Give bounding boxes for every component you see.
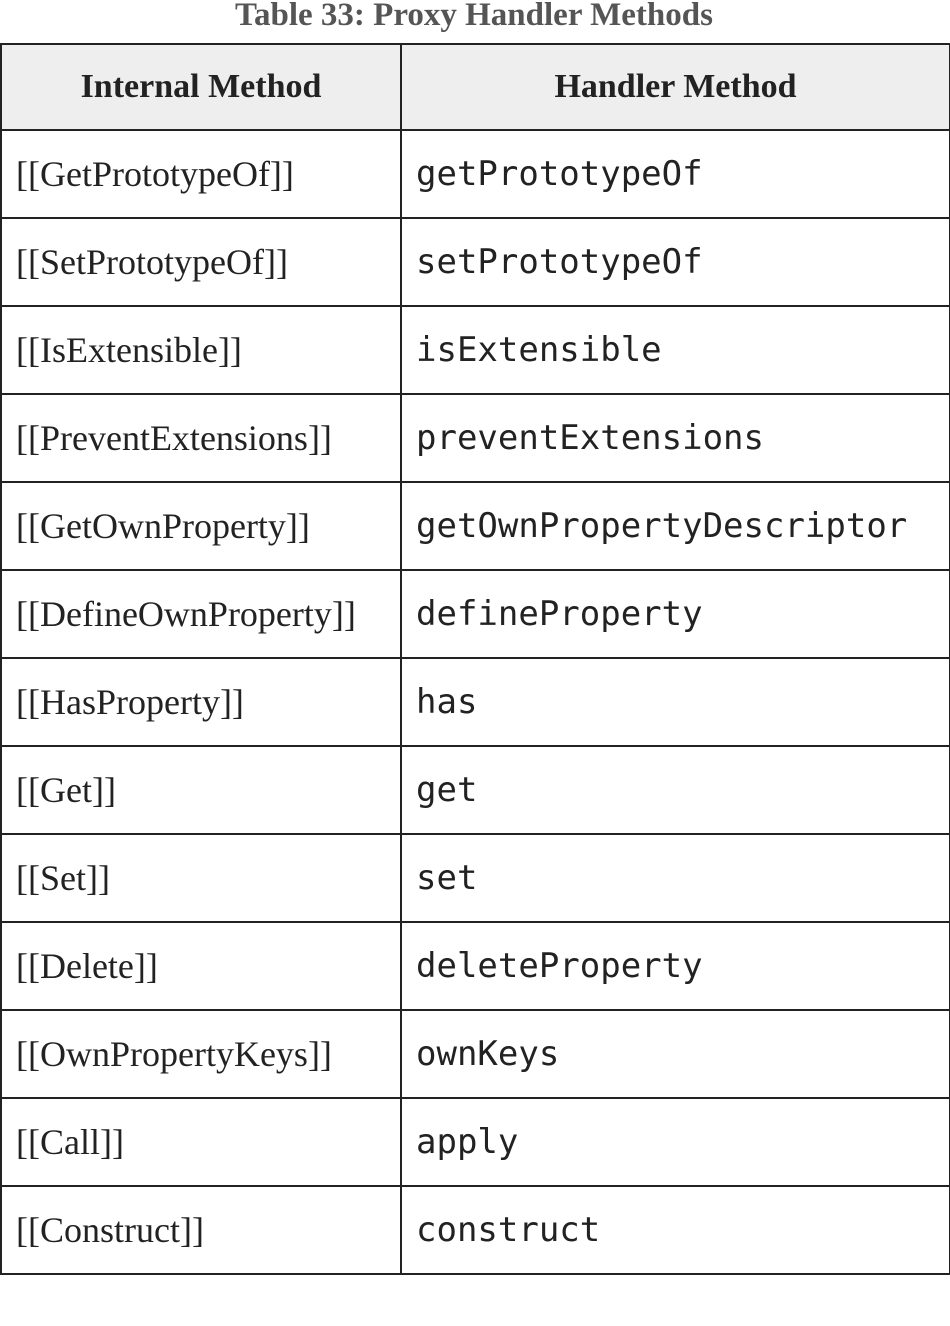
handler-method-cell: ownKeys: [400, 1009, 950, 1099]
table-row: [[HasProperty]] has: [0, 657, 950, 747]
handler-method-cell: getOwnPropertyDescriptor: [400, 481, 950, 571]
proxy-handler-methods-table: Internal Method Handler Method [[GetProt…: [0, 43, 950, 1275]
table-row: [[Set]] set: [0, 833, 950, 923]
internal-method-cell: [[Get]]: [0, 745, 402, 835]
internal-method-cell: [[IsExtensible]]: [0, 305, 402, 395]
handler-method-cell: deleteProperty: [400, 921, 950, 1011]
internal-method-cell: [[Construct]]: [0, 1185, 402, 1275]
handler-method-cell: setPrototypeOf: [400, 217, 950, 307]
handler-method-cell: defineProperty: [400, 569, 950, 659]
handler-method-cell: set: [400, 833, 950, 923]
internal-method-cell: [[SetPrototypeOf]]: [0, 217, 402, 307]
table-row: [[Get]] get: [0, 745, 950, 835]
internal-method-cell: [[GetPrototypeOf]]: [0, 129, 402, 219]
handler-method-cell: preventExtensions: [400, 393, 950, 483]
internal-method-cell: [[Set]]: [0, 833, 402, 923]
table-row: [[GetOwnProperty]] getOwnPropertyDescrip…: [0, 481, 950, 571]
internal-method-cell: [[Call]]: [0, 1097, 402, 1187]
handler-method-cell: construct: [400, 1185, 950, 1275]
table-row: [[SetPrototypeOf]] setPrototypeOf: [0, 217, 950, 307]
table-row: [[OwnPropertyKeys]] ownKeys: [0, 1009, 950, 1099]
table-row: [[Construct]] construct: [0, 1185, 950, 1275]
table-row: [[Call]] apply: [0, 1097, 950, 1187]
table-row: [[Delete]] deleteProperty: [0, 921, 950, 1011]
internal-method-cell: [[PreventExtensions]]: [0, 393, 402, 483]
column-header-internal-method: Internal Method: [0, 43, 402, 131]
internal-method-cell: [[HasProperty]]: [0, 657, 402, 747]
table-header-row: Internal Method Handler Method: [0, 43, 950, 131]
internal-method-cell: [[Delete]]: [0, 921, 402, 1011]
handler-method-cell: apply: [400, 1097, 950, 1187]
table-caption: Table 33: Proxy Handler Methods: [235, 0, 713, 33]
internal-method-cell: [[GetOwnProperty]]: [0, 481, 402, 571]
handler-method-cell: isExtensible: [400, 305, 950, 395]
table-row: [[GetPrototypeOf]] getPrototypeOf: [0, 129, 950, 219]
table-row: [[IsExtensible]] isExtensible: [0, 305, 950, 395]
handler-method-cell: get: [400, 745, 950, 835]
table-row: [[DefineOwnProperty]] defineProperty: [0, 569, 950, 659]
table-row: [[PreventExtensions]] preventExtensions: [0, 393, 950, 483]
internal-method-cell: [[OwnPropertyKeys]]: [0, 1009, 402, 1099]
internal-method-cell: [[DefineOwnProperty]]: [0, 569, 402, 659]
handler-method-cell: getPrototypeOf: [400, 129, 950, 219]
handler-method-cell: has: [400, 657, 950, 747]
column-header-handler-method: Handler Method: [400, 43, 950, 131]
